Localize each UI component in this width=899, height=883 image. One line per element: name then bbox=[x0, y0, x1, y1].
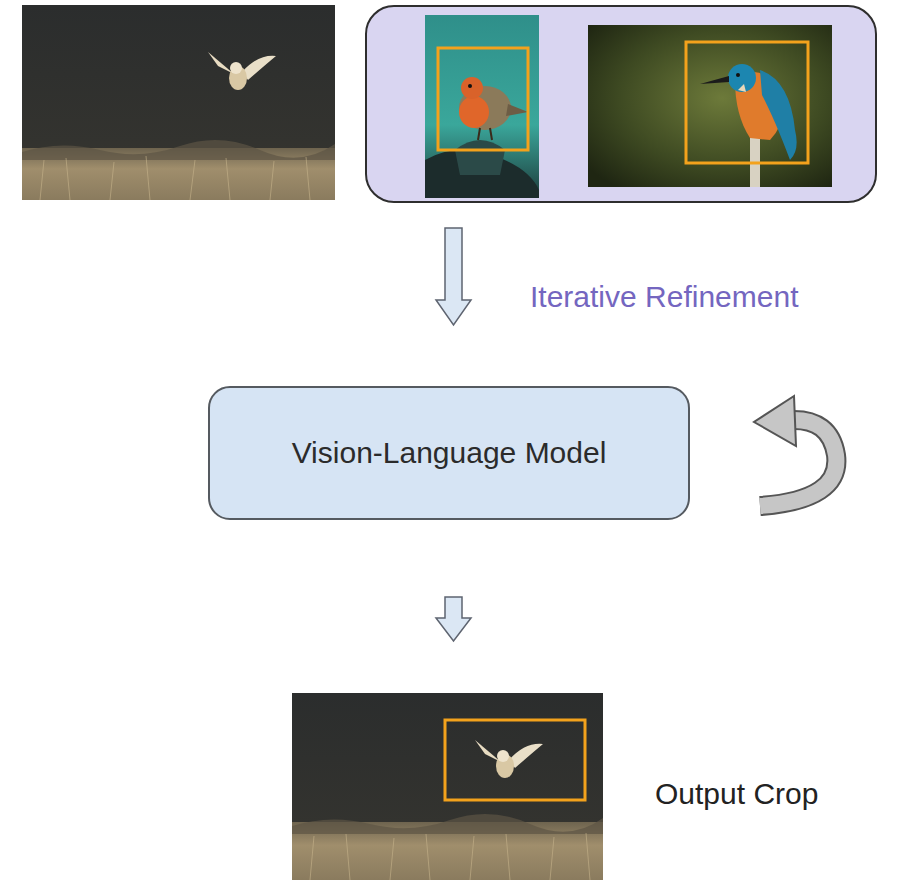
down-arrow bbox=[436, 228, 471, 325]
loop-arrow bbox=[754, 396, 836, 506]
output-label: Output Crop bbox=[655, 777, 818, 811]
process-box: Vision-Language Model bbox=[208, 386, 690, 520]
output-photo bbox=[292, 693, 603, 880]
loop-label: Iterative Refinement bbox=[530, 280, 798, 314]
node-text: Vision-Language Model bbox=[292, 436, 607, 470]
example-panel bbox=[366, 6, 876, 202]
owl-photo bbox=[22, 5, 335, 200]
down-arrow bbox=[436, 597, 471, 641]
